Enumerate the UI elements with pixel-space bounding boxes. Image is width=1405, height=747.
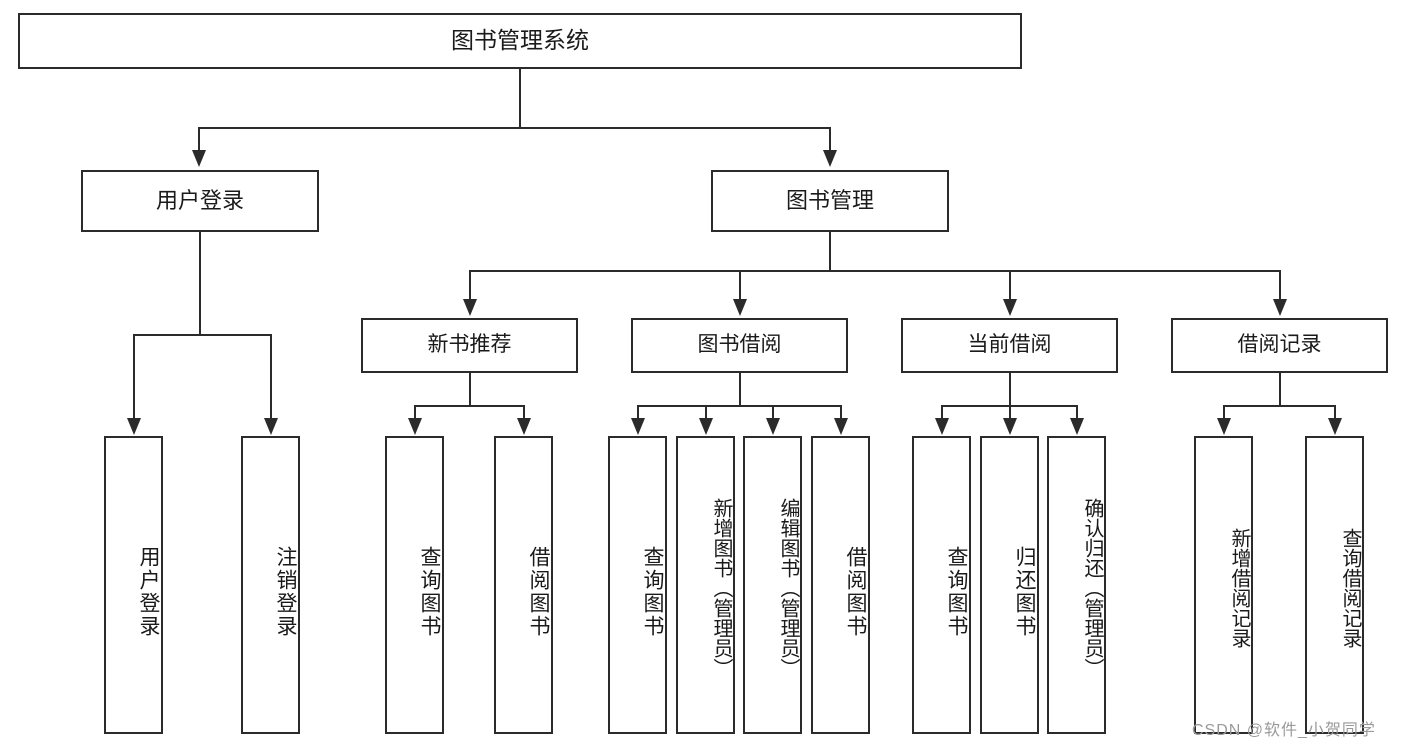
arrow-user-login-to-leaf-1 <box>127 418 141 435</box>
node-book-borrow[interactable]: 图书借阅 <box>631 318 848 373</box>
leaf-user-login-login[interactable]: 用户登录 <box>104 436 163 734</box>
connector-root-stem <box>519 69 521 128</box>
arrow-bb-to-leaf-3 <box>766 418 780 435</box>
connector-bm-to-book-borrow <box>739 270 741 300</box>
arrow-cb-to-leaf-2 <box>1003 418 1017 435</box>
connector-cb-to-leaf-2 <box>1009 405 1011 419</box>
leaf-user-login-logout[interactable]: 注销登录 <box>241 436 300 734</box>
connector-bb-to-leaf-2 <box>705 405 707 419</box>
arrow-bb-to-leaf-1 <box>631 418 645 435</box>
connector-book-borrow-stem <box>739 373 741 406</box>
leaf-current-borrow-query-book[interactable]: 查询图书 <box>912 436 971 734</box>
node-new-book-recommend[interactable]: 新书推荐 <box>361 318 578 373</box>
leaf-current-borrow-confirm-return-admin[interactable]: 确认归还（管理员） <box>1047 436 1106 734</box>
arrow-new-book-to-leaf-2 <box>517 418 531 435</box>
arrow-bm-to-book-borrow <box>733 299 747 316</box>
arrow-br-to-leaf-1 <box>1217 418 1231 435</box>
leaf-current-borrow-return-book[interactable]: 归还图书 <box>980 436 1039 734</box>
connector-new-book-stem <box>469 373 471 406</box>
leaf-book-borrow-borrow-book[interactable]: 借阅图书 <box>811 436 870 734</box>
node-current-borrow[interactable]: 当前借阅 <box>901 318 1118 373</box>
connector-borrow-record-stem <box>1279 373 1281 406</box>
leaf-borrow-record-query-record[interactable]: 查询借阅记录 <box>1305 436 1364 734</box>
connector-book-borrow-bus <box>637 405 842 407</box>
arrow-root-to-user-login <box>192 150 206 167</box>
connector-user-login-bus <box>133 334 272 336</box>
connector-user-login-to-leaf-2 <box>270 334 272 419</box>
connector-root-bus <box>198 127 831 129</box>
connector-bm-to-borrow-record <box>1279 270 1281 300</box>
arrow-cb-to-leaf-3 <box>1070 418 1084 435</box>
connector-bb-to-leaf-3 <box>772 405 774 419</box>
connector-br-to-leaf-1 <box>1223 405 1225 419</box>
connector-book-management-bus <box>469 270 1280 272</box>
leaf-new-book-borrow-book[interactable]: 借阅图书 <box>494 436 553 734</box>
connector-bm-to-new-book <box>469 270 471 300</box>
leaf-book-borrow-edit-book-admin[interactable]: 编辑图书（管理员） <box>743 436 802 734</box>
connector-new-book-bus <box>414 405 525 407</box>
arrow-bm-to-current-borrow <box>1003 299 1017 316</box>
arrow-bb-to-leaf-2 <box>699 418 713 435</box>
leaf-new-book-query-book[interactable]: 查询图书 <box>385 436 444 734</box>
connector-cb-to-leaf-3 <box>1076 405 1078 419</box>
connector-user-login-stem <box>199 232 201 335</box>
connector-new-book-to-leaf-1 <box>414 405 416 419</box>
leaf-book-borrow-add-book-admin[interactable]: 新增图书（管理员） <box>676 436 735 734</box>
arrow-root-to-book-management <box>823 150 837 167</box>
arrow-new-book-to-leaf-1 <box>408 418 422 435</box>
node-book-management[interactable]: 图书管理 <box>711 170 949 232</box>
connector-current-borrow-stem <box>1009 373 1011 406</box>
connector-bb-to-leaf-4 <box>840 405 842 419</box>
arrow-user-login-to-leaf-2 <box>264 418 278 435</box>
node-borrow-record[interactable]: 借阅记录 <box>1171 318 1388 373</box>
connector-cb-to-leaf-1 <box>941 405 943 419</box>
connector-br-to-leaf-2 <box>1334 405 1336 419</box>
connector-new-book-to-leaf-2 <box>523 405 525 419</box>
leaf-borrow-record-add-record[interactable]: 新增借阅记录 <box>1194 436 1253 734</box>
connector-bm-to-current-borrow <box>1009 270 1011 300</box>
connector-borrow-record-bus <box>1223 405 1336 407</box>
connector-root-to-user-login <box>198 127 200 151</box>
arrow-bb-to-leaf-4 <box>834 418 848 435</box>
arrow-cb-to-leaf-1 <box>935 418 949 435</box>
connector-root-to-book-management <box>829 127 831 151</box>
node-root-book-management-system[interactable]: 图书管理系统 <box>18 13 1022 69</box>
connector-book-management-stem <box>829 232 831 271</box>
arrow-bm-to-new-book <box>463 299 477 316</box>
node-user-login[interactable]: 用户登录 <box>81 170 319 232</box>
connector-user-login-to-leaf-1 <box>133 334 135 419</box>
arrow-br-to-leaf-2 <box>1328 418 1342 435</box>
connector-bb-to-leaf-1 <box>637 405 639 419</box>
arrow-bm-to-borrow-record <box>1273 299 1287 316</box>
leaf-book-borrow-query-book[interactable]: 查询图书 <box>608 436 667 734</box>
